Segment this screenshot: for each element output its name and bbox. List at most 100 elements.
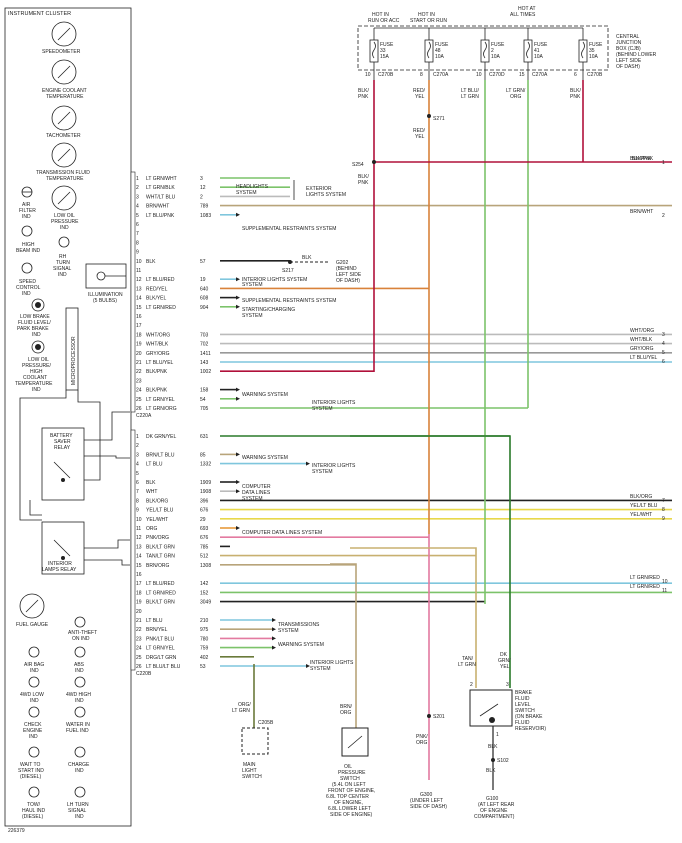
a-pin-3: 3 <box>136 194 139 200</box>
a-circ-10: 57 <box>200 259 206 265</box>
a-circ-13: 640 <box>200 286 209 292</box>
svg-text:SWITCH: SWITCH <box>242 774 262 780</box>
a-arrow-14 <box>236 295 240 300</box>
illumination-bulbs: ILLUMINATION(5 BULBS) <box>85 263 127 304</box>
dest-label-9: INTERIOR LIGHTS <box>312 463 356 469</box>
b-pin-24: 24 <box>136 646 142 652</box>
b-arrow-3 <box>236 452 240 457</box>
svg-text:2: 2 <box>491 48 494 54</box>
a-wire-24: BLK/PNK <box>146 388 168 394</box>
svg-text:10A: 10A <box>435 54 445 60</box>
b-wire-21: LT BLU <box>146 618 163 624</box>
fuse-pin-3: 15 <box>519 72 525 78</box>
a-pin-7: 7 <box>136 231 139 237</box>
svg-text:(5.4L ON LEFT: (5.4L ON LEFT <box>332 782 366 788</box>
dest-label-14: COMPUTER DATA LINES SYSTEM <box>242 530 322 536</box>
b-wire-4: LT BLU <box>146 462 163 468</box>
svg-text:ORG: ORG <box>340 710 352 716</box>
a-wire-18: WHT/ORG <box>146 332 170 338</box>
fuse-pin-4: 6 <box>574 72 577 78</box>
svg-text:TOW/: TOW/ <box>27 802 41 808</box>
svg-text:ORG: ORG <box>510 94 522 100</box>
b-circ-4: 1332 <box>200 462 211 468</box>
svg-text:IND: IND <box>32 332 41 338</box>
ref-num-5: 5 <box>662 350 665 356</box>
splice-s271 <box>427 114 431 118</box>
fuse-1 <box>424 39 434 63</box>
b-arrow-11 <box>236 526 240 530</box>
a-wire-25: LT GRN/YEL <box>146 397 175 403</box>
b-circ-9: 676 <box>200 508 209 514</box>
svg-text:ON IND: ON IND <box>72 636 90 642</box>
fuse-conn-4: C270B <box>587 72 603 78</box>
svg-text:6.8L LOWER LEFT: 6.8L LOWER LEFT <box>328 806 371 812</box>
cluster-title: INSTRUMENT CLUSTER <box>8 11 71 17</box>
svg-text:AIR BAG: AIR BAG <box>24 662 44 668</box>
a-pin-20: 20 <box>136 351 142 357</box>
b-circ-24: 759 <box>200 646 209 652</box>
dest-label-20: SYSTEM <box>242 282 263 288</box>
b-circ-6: 1909 <box>200 480 211 486</box>
ref-num-10: 10 <box>662 579 668 585</box>
ref-num-9: 9 <box>662 516 665 522</box>
svg-text:FILTER: FILTER <box>19 208 36 214</box>
svg-text:PARK BRAKE: PARK BRAKE <box>17 326 49 332</box>
a-wire-12: LT BLU/RED <box>146 277 175 283</box>
b-wire-6: BLK <box>146 480 156 486</box>
svg-text:OIL: OIL <box>344 764 352 770</box>
svg-text:S201: S201 <box>433 714 445 720</box>
svg-text:SYSTEM: SYSTEM <box>236 190 257 196</box>
b-wire-15: BRN/ORG <box>146 563 169 569</box>
svg-text:OF ENGINE: OF ENGINE <box>480 808 508 814</box>
a-circ-18: 703 <box>200 332 209 338</box>
svg-text:BLK: BLK <box>302 255 312 261</box>
a-pin-22: 22 <box>136 369 142 375</box>
a-circ-3: 2 <box>200 194 203 200</box>
b-arrow-26 <box>306 664 310 668</box>
svg-text:(ON BRAKE: (ON BRAKE <box>515 714 543 720</box>
b-wire-22: BRN/YEL <box>146 627 168 633</box>
fuse-conn-0: C270B <box>378 72 394 78</box>
svg-text:TEMPERATURE: TEMPERATURE <box>46 94 84 100</box>
b-pin-26: 26 <box>136 664 142 670</box>
svg-text:LEFT SIDE: LEFT SIDE <box>336 272 362 278</box>
b-circ-22: 975 <box>200 627 209 633</box>
a-wire-3: WHT/LT BLU <box>146 194 176 200</box>
b-circ-25: 402 <box>200 655 209 661</box>
svg-text:BLK/PNK: BLK/PNK <box>632 156 654 162</box>
b-pin-23: 23 <box>136 636 142 642</box>
a-wire-19: WHT/BLK <box>146 342 169 348</box>
svg-text:BATTERY: BATTERY <box>50 433 73 439</box>
svg-text:FUEL IND: FUEL IND <box>66 728 89 734</box>
svg-text:SWITCH: SWITCH <box>515 708 535 714</box>
svg-text:6.8L TOP CENTER: 6.8L TOP CENTER <box>326 794 369 800</box>
cjb-label-1: CENTRAL <box>616 34 640 40</box>
diagram-id: 226379 <box>8 828 25 834</box>
b-pin-18: 18 <box>136 590 142 596</box>
dest-label-11: COMPUTER <box>242 484 271 490</box>
dest-label-19: SYSTEM <box>310 666 331 672</box>
svg-text:YEL: YEL <box>415 134 425 140</box>
svg-text:PNK: PNK <box>570 94 581 100</box>
svg-text:BLK/: BLK/ <box>358 174 369 180</box>
b-pin-2: 2 <box>136 443 139 449</box>
fuse-label-4: FUSE <box>589 42 603 48</box>
b-circ-17: 142 <box>200 581 209 587</box>
connector-c220a <box>130 171 136 413</box>
b-circ-8: 396 <box>200 498 209 504</box>
svg-text:IND: IND <box>32 387 41 393</box>
ref-wire-2: BRN/WHT <box>630 209 653 215</box>
b-wire-3: BRN/LT BLU <box>146 452 175 458</box>
svg-text:IND: IND <box>75 698 84 704</box>
b-pin-4: 4 <box>136 462 139 468</box>
b-circ-26: 53 <box>200 664 206 670</box>
b-wire-26: LT BLU/LT BLU <box>146 664 181 670</box>
svg-text:4WD LOW: 4WD LOW <box>20 692 44 698</box>
svg-text:BRAKE: BRAKE <box>515 690 533 696</box>
